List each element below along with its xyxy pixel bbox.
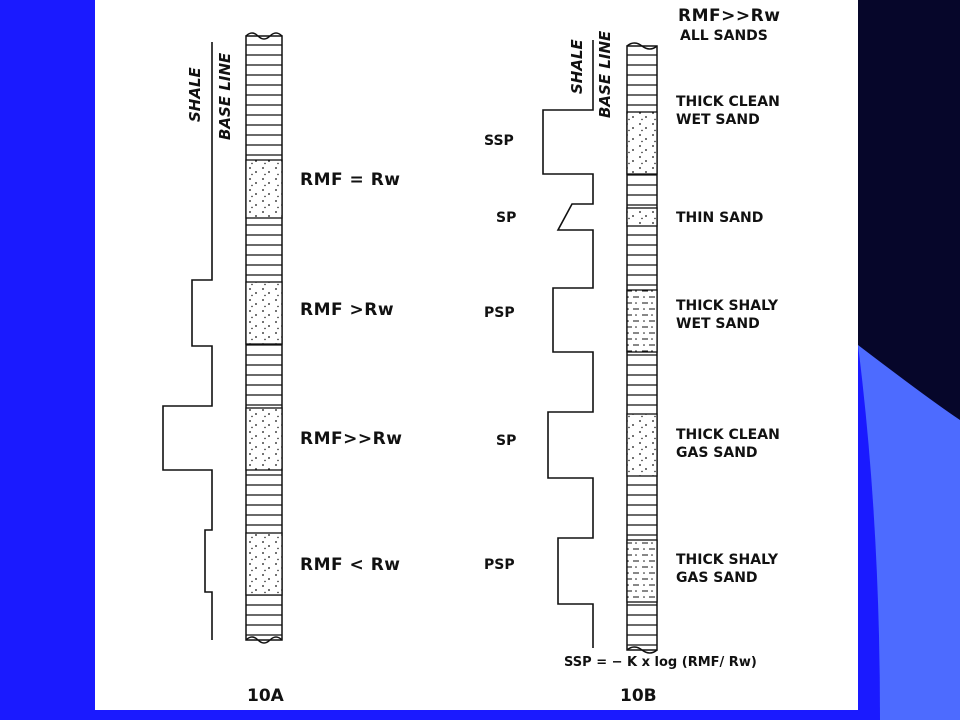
description-5-line2: GAS SAND (676, 570, 758, 586)
description-3-line1: THICK SHALY (676, 298, 778, 314)
description-1-line1: THICK CLEAN (676, 94, 780, 110)
shale-label-10b: SHALE (568, 39, 586, 94)
diagram-panel (95, 0, 858, 710)
curve-type-1: SSP (484, 133, 514, 149)
description-4-line1: THICK CLEAN (676, 427, 780, 443)
baseline-label-10a: BASE LINE (216, 52, 234, 140)
curve-type-2: SP (496, 210, 517, 226)
sp-curve-10b (542, 40, 594, 648)
condition-a2: RMF >Rw (300, 300, 395, 320)
description-4-line2: GAS SAND (676, 445, 758, 461)
caption-10b: 10B (620, 686, 657, 706)
column-10b (626, 42, 658, 654)
baseline-label-10b: BASE LINE (596, 30, 614, 118)
description-5-line1: THICK SHALY (676, 552, 778, 568)
caption-10a: 10A (247, 686, 284, 706)
curve-type-5: PSP (484, 557, 515, 573)
sp-curve-10a (162, 42, 213, 640)
header-condition-10b: RMF>>Rw (678, 6, 781, 26)
ssp-formula: SSP = − K x log (RMF/ Rw) (564, 655, 757, 670)
description-2-line1: THIN SAND (676, 210, 764, 226)
header-all-sands: ALL SANDS (680, 28, 768, 44)
curve-type-4: SP (496, 433, 517, 449)
condition-a3: RMF>>Rw (300, 429, 403, 449)
condition-a1: RMF = Rw (300, 170, 401, 190)
description-3-line2: WET SAND (676, 316, 760, 332)
curve-type-3: PSP (484, 305, 515, 321)
description-1-line2: WET SAND (676, 112, 760, 128)
shale-label-10a: SHALE (186, 67, 204, 122)
column-10a (245, 32, 283, 644)
condition-a4: RMF < Rw (300, 555, 401, 575)
